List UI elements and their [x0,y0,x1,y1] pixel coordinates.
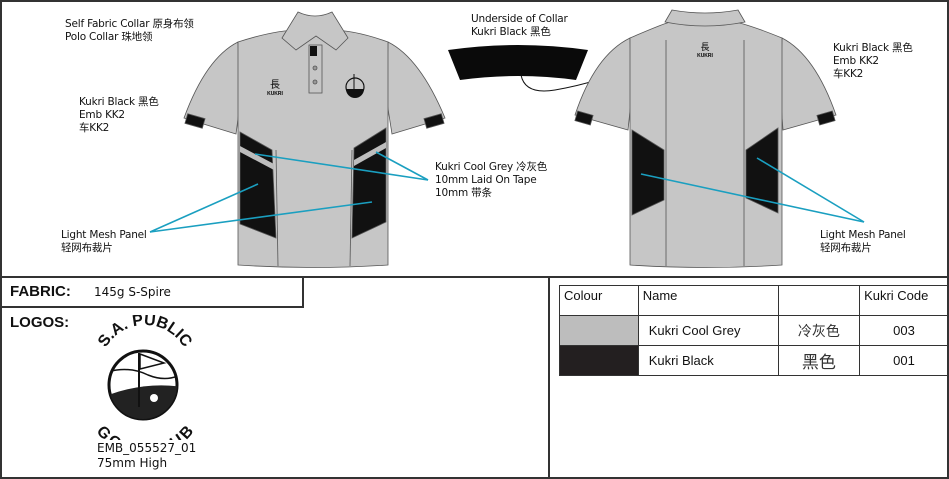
colour-table: Colour Name Kukri Code Kukri Cool Grey 冷… [559,285,949,376]
front-right-sleeve [385,41,446,135]
front-left-sleeve [183,41,242,135]
tape-label: Kukri Cool Grey 冷灰色 10mm Laid On Tape 10… [435,161,547,200]
collar-label: Self Fabric Collar 原身布领 Polo Collar 珠地领 [65,18,194,44]
back-right-cuff [816,110,836,126]
logo-size: 75mm High [97,456,168,470]
colour-code: 003 [859,315,949,346]
front-mesh-label-line: 轻网布裁片 [61,242,113,254]
tape-label-line: Kukri Cool Grey 冷灰色 [435,161,548,173]
back-left-sleeve [574,37,633,131]
table-row: Kukri Black 黑色 001 [559,345,949,376]
back-collar [664,9,746,27]
back-emb-label-line: 车KK2 [833,68,864,80]
back-mesh-label: Light Mesh Panel 轻网布裁片 [820,229,906,255]
front-collar [281,11,349,51]
header-chinese [777,285,861,316]
logo-top-text: S.A. PUBLIC [95,315,195,351]
front-emb-label-line: 车KK2 [79,122,110,134]
logos-label: LOGOS: [10,314,70,331]
front-golf-club-logo-icon [345,74,365,98]
back-kukri-logo-icon: 長 KUKRI [697,42,713,59]
front-kukri-logo-icon: 長 KUKRI [267,79,283,97]
front-mesh-label-line: Light Mesh Panel [61,229,147,241]
logo-code: EMB_055527_01 [97,441,197,455]
svg-text:KUKRI: KUKRI [267,91,283,97]
table-row: Kukri Cool Grey 冷灰色 003 [559,315,949,346]
back-emb-label-line: Kukri Black 黑色 [833,42,913,54]
front-emb-label: Kukri Black 黑色 Emb KK2 车KK2 [79,96,159,135]
front-right-tape [354,142,386,166]
logo-bottom-text: GOLF CLUB [93,423,197,440]
tape-label-line: 10mm Laid On Tape [435,174,537,186]
colour-swatch [559,345,639,376]
header-kukri-code: Kukri Code [859,285,949,316]
front-left-tape [240,146,274,170]
back-mesh-label-line: 轻网布裁片 [820,242,872,254]
back-emb-label-line: Emb KK2 [833,55,879,67]
logo-caption: EMB_055527_01 75mm High [97,441,196,471]
column-divider [548,277,550,479]
section-divider [0,276,949,278]
back-left-cuff [574,110,594,126]
table-header-row: Colour Name Kukri Code [559,285,949,316]
fabric-box: FABRIC: 145g S-Spire [0,277,304,308]
colour-chinese: 黑色 [777,345,861,376]
back-emb-label: Kukri Black 黑色 Emb KK2 车KK2 [833,42,913,81]
svg-text:長: 長 [700,42,709,53]
back-mesh-label-line: Light Mesh Panel [820,229,906,241]
under-collar-label: Underside of Collar Kukri Black 黑色 [471,13,568,39]
back-left-mesh-panel [631,129,665,216]
front-left-cuff [184,113,206,129]
back-right-mesh-panel [745,127,779,214]
front-shirt [183,11,446,268]
under-collar-label-line: Kukri Black 黑色 [471,26,551,38]
fabric-label: FABRIC: [10,283,71,300]
under-collar-label-line: Underside of Collar [471,13,568,25]
garment-illustration: 長 KUKRI 長 KUKRI [149,9,865,268]
colour-name: Kukri Black [637,345,779,376]
leader-lines [149,151,865,233]
collar-label-line: Polo Collar 珠地领 [65,31,153,43]
back-shirt [574,9,837,268]
svg-text:GOLF CLUB: GOLF CLUB [93,423,197,440]
front-right-cuff [423,113,445,129]
colour-chinese: 冷灰色 [777,315,861,346]
front-right-mesh-panel [351,127,387,239]
golf-club-logo: S.A. PUBLIC GOLF CLUB [93,315,197,440]
collar-label-line: Self Fabric Collar 原身布领 [65,18,194,30]
back-right-sleeve [779,37,837,131]
tape-label-line: 10mm 带条 [435,187,492,199]
header-name: Name [637,285,779,316]
colour-swatch [559,315,639,346]
svg-text:S.A. PUBLIC: S.A. PUBLIC [95,315,195,351]
header-colour: Colour [559,285,639,316]
colour-name: Kukri Cool Grey [637,315,779,346]
svg-text:長: 長 [270,79,280,91]
colour-code: 001 [859,345,949,376]
front-left-mesh-panel [239,131,277,239]
fabric-value: 145g S-Spire [94,285,171,299]
front-emb-label-line: Kukri Black 黑色 [79,96,159,108]
underside-collar-piece [448,45,588,80]
svg-text:KUKRI: KUKRI [697,53,713,59]
front-mesh-label: Light Mesh Panel 轻网布裁片 [61,229,147,255]
front-emb-label-line: Emb KK2 [79,109,125,121]
